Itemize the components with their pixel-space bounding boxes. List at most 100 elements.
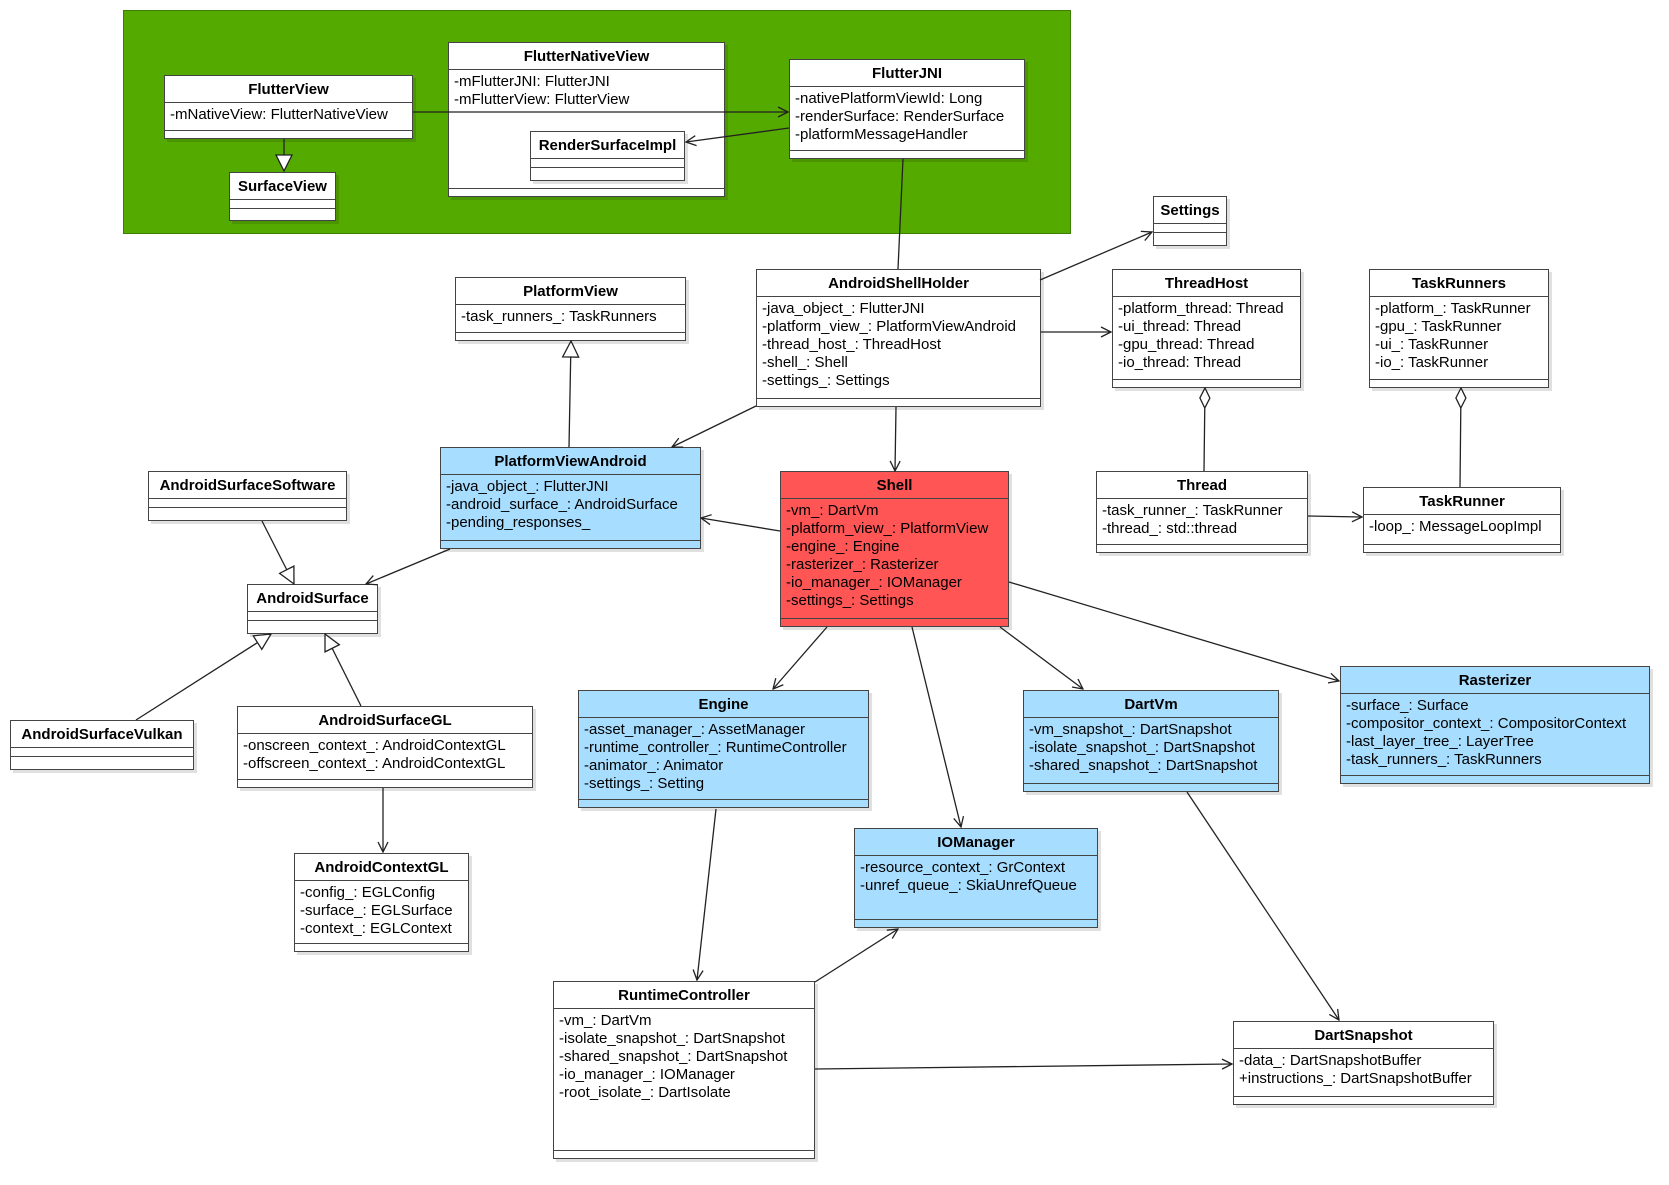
class-methods [1364,545,1560,552]
class-attribute: -shared_snapshot_: DartSnapshot [559,1048,788,1065]
class-attributes [11,748,193,757]
class-attribute: -engine_: Engine [786,538,900,555]
class-name: DartVm [1024,691,1278,718]
class-attributes [531,159,684,168]
class-name: PlatformViewAndroid [441,448,700,475]
class-attributes [230,200,335,209]
class-attribute: -offscreen_context_: AndroidContextGL [243,755,506,772]
class-attribute: -animator_: Animator [584,757,724,774]
class-attribute: -isolate_snapshot_: DartSnapshot [1029,739,1255,756]
class-methods [295,944,468,951]
class-runtime-controller: RuntimeController-vm_: DartVm-isolate_sn… [553,981,815,1159]
class-methods [781,619,1008,626]
class-attributes: -java_object_: FlutterJNI-android_surfac… [441,475,700,541]
class-name: AndroidContextGL [295,854,468,881]
class-name: Rasterizer [1341,667,1649,694]
class-attribute: -data_: DartSnapshotBuffer [1239,1052,1422,1069]
class-methods [449,189,724,196]
class-name: IOManager [855,829,1097,856]
class-attribute: -vm_: DartVm [559,1012,652,1029]
class-platform-view: PlatformView -task_runners_: TaskRunners [455,277,686,341]
association-dart-vm-to-dart-snapshot [1186,791,1339,1020]
class-engine: Engine-asset_manager_: AssetManager-runt… [578,690,869,808]
association-engine-to-runtime-controller [697,808,717,980]
class-attributes: -surface_: Surface-compositor_context_: … [1341,694,1649,776]
class-attributes [1154,224,1226,233]
class-render-surface-impl: RenderSurfaceImpl [530,131,685,181]
class-attributes: -vm_snapshot_: DartSnapshot-isolate_snap… [1024,718,1278,784]
aggregation-task-runner-to-task-runners [1460,388,1461,488]
class-methods [456,333,685,340]
class-methods [531,168,684,175]
generalization-android-surface-software-to-android-surface [261,520,294,584]
class-methods [1024,784,1278,791]
class-attribute: -resource_context_: GrContext [860,859,1066,876]
class-attribute: -mFlutterJNI: FlutterJNI [454,73,610,90]
association-shell-to-engine [773,626,828,689]
class-attributes: -asset_manager_: AssetManager-runtime_co… [579,718,868,800]
class-attribute: -surface_: EGLSurface [300,902,453,919]
class-attribute: -compositor_context_: CompositorContext [1346,715,1627,732]
class-settings: Settings [1153,196,1227,246]
class-attribute: -settings_: Settings [762,372,890,389]
class-attributes: -vm_: DartVm-isolate_snapshot_: DartSnap… [554,1009,814,1151]
class-attributes: -mFlutterJNI: FlutterJNI-mFlutterView: F… [449,70,724,189]
class-attribute: -surface_: Surface [1346,697,1469,714]
class-attribute: -runtime_controller_: RuntimeController [584,739,847,756]
class-methods [1113,380,1300,387]
class-attribute: -gpu_thread: Thread [1118,336,1255,353]
class-attributes: -vm_: DartVm-platform_view_: PlatformVie… [781,499,1008,619]
class-attribute: -task_runners_: TaskRunners [1346,751,1542,768]
generalization-platform-view-android-to-platform-view [569,341,571,448]
class-attribute: -onscreen_context_: AndroidContextGL [243,737,506,754]
class-methods [11,757,193,764]
class-attribute: -unref_queue_: SkiaUnrefQueue [860,877,1077,894]
class-methods [1370,380,1548,387]
class-methods [230,209,335,216]
class-methods [579,800,868,807]
class-dart-vm: DartVm-vm_snapshot_: DartSnapshot-isolat… [1023,690,1279,792]
class-attribute: -io_thread: Thread [1118,354,1242,371]
class-name: SurfaceView [230,173,335,200]
aggregation-thread-to-thread-host [1204,388,1205,472]
class-attribute: -mNativeView: FlutterNativeView [170,106,388,123]
class-attribute: -task_runners_: TaskRunners [461,308,657,325]
class-name: FlutterView [165,76,412,103]
class-attribute: -context_: EGLContext [300,920,452,937]
class-attribute: -root_isolate_: DartIsolate [559,1084,731,1101]
class-methods [757,399,1040,406]
class-attributes: -java_object_: FlutterJNI-platform_view_… [757,297,1040,399]
class-attributes [149,499,346,508]
class-attribute: -loop_: MessageLoopImpl [1369,518,1542,535]
class-name: TaskRunner [1364,488,1560,515]
class-rasterizer: Rasterizer-surface_: Surface-compositor_… [1340,666,1650,784]
class-name: AndroidShellHolder [757,270,1040,297]
class-android-surface-gl: AndroidSurfaceGL -onscreen_context_: Andr… [237,706,533,788]
class-attribute: -vm_snapshot_: DartSnapshot [1029,721,1232,738]
class-attribute: -shell_: Shell [762,354,848,371]
class-platform-view-android: PlatformViewAndroid-java_object_: Flutte… [440,447,701,549]
class-name: RuntimeController [554,982,814,1009]
class-attributes: -loop_: MessageLoopImpl [1364,515,1560,545]
class-name: Engine [579,691,868,718]
class-name: Settings [1154,197,1226,224]
association-platform-view-android-to-android-surface [366,548,451,584]
class-attribute: -android_surface_: AndroidSurface [446,496,678,513]
class-attribute: -renderSurface: RenderSurface [795,108,1005,125]
class-android-surface-vulkan: AndroidSurfaceVulkan [10,720,194,770]
class-attributes: -nativePlatformViewId: Long-renderSurfac… [790,87,1024,151]
class-attribute: -nativePlatformViewId: Long [795,90,983,107]
class-attributes: -task_runners_: TaskRunners [456,305,685,333]
class-name: AndroidSurfaceGL [238,707,532,734]
class-attribute: -task_runner_: TaskRunner [1102,502,1283,519]
class-android-surface: AndroidSurface [247,584,378,634]
class-attribute: -mFlutterView: FlutterView [454,91,630,108]
class-name: FlutterNativeView [449,43,724,70]
class-attributes: -config_: EGLConfig-surface_: EGLSurface… [295,881,468,944]
class-methods [1097,545,1307,552]
class-name: PlatformView [456,278,685,305]
class-name: Shell [781,472,1008,499]
class-attributes: -resource_context_: GrContext-unref_queu… [855,856,1097,920]
class-attributes: -data_: DartSnapshotBuffer+instructions_… [1234,1049,1493,1097]
